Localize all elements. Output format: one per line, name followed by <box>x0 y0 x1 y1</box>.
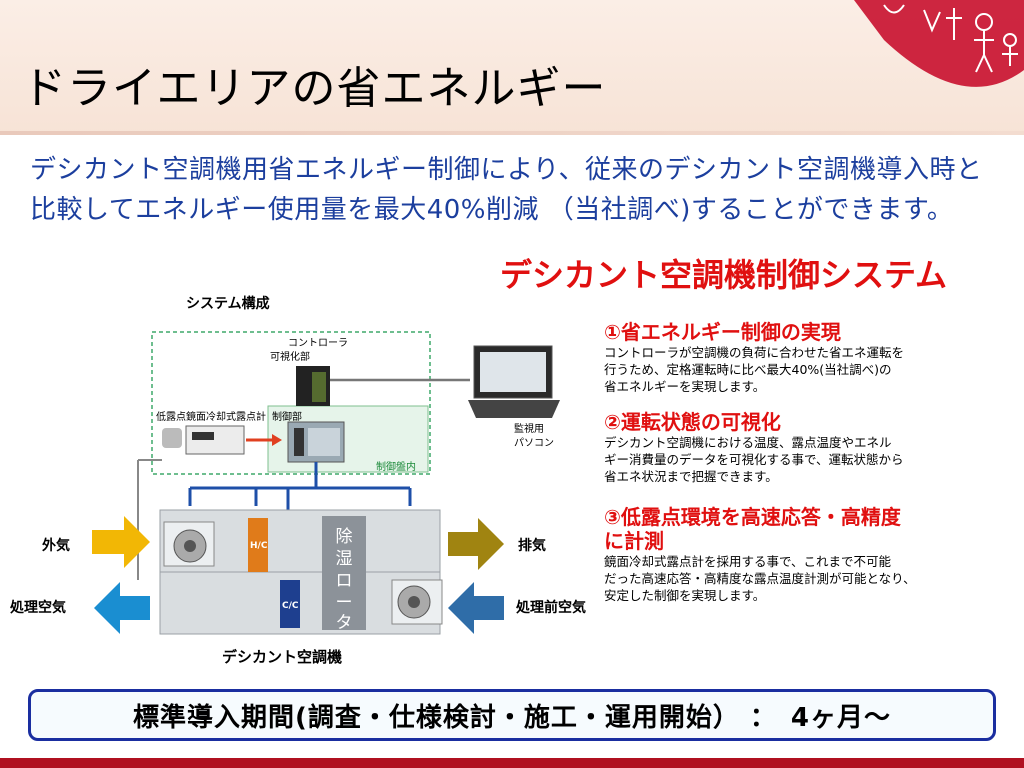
rotor-label: 除 湿 ロ ー タ <box>336 527 353 633</box>
diagram-caption: システム構成 <box>186 296 270 312</box>
panel-label: 制御盤内 <box>376 460 416 473</box>
feature-line: 省エネ状況まで把握できます。 <box>604 469 778 484</box>
feature-title: ②運転状態の可視化 <box>604 410 781 434</box>
control-unit-label: 制御部 <box>272 410 302 423</box>
treated-air-arrow-icon <box>94 582 150 634</box>
feature-title: ③低露点環境を高速応答・高精度 <box>604 505 901 529</box>
introduction-period-box: 標準導入期間(調査・仕様検討・施工・運用開始） ： 4ヶ月～ <box>28 689 996 741</box>
outside-air-label: 外気 <box>42 537 70 554</box>
desiccant-rotor <box>322 516 366 630</box>
visual-unit-label: 可視化部 <box>270 350 310 363</box>
laptop-icon <box>468 345 560 418</box>
feature-dewpoint-measurement: ③低露点環境を高速応答・高精度 に計測 鏡面冷却式露点計を採用する事で、これまで… <box>604 505 1014 604</box>
controller-label: コントローラ <box>288 337 348 349</box>
feature-line: コントローラが空調機の負荷に合わせた省エネ運転を <box>604 345 905 360</box>
svg-text:タ: タ <box>336 613 353 633</box>
feature-title: ①省エネルギー制御の実現 <box>604 320 841 344</box>
bottom-bar <box>0 758 1024 768</box>
pre-treatment-arrow-icon <box>448 582 504 634</box>
dewpoint-meter-label: 低露点鏡面冷却式露点計 <box>156 410 266 423</box>
treated-air-label: 処理空気 <box>9 599 66 616</box>
pre-treatment-label: 処理前空気 <box>515 599 586 616</box>
cc-coil <box>280 580 300 628</box>
slide-title: ドライエリアの省エネルギー <box>22 63 607 114</box>
feature-visualization: ②運転状態の可視化 デシカント空調機における温度、露点温度やエネル ギー消費量の… <box>604 410 1014 485</box>
header-band <box>0 0 1024 135</box>
svg-text:ー: ー <box>336 593 353 613</box>
blower-icon <box>391 579 443 625</box>
pc-label-2: パソコン <box>514 437 554 449</box>
decorative-illustration <box>854 0 1024 87</box>
outside-air-arrow-icon <box>92 516 150 568</box>
svg-text:除: 除 <box>336 527 353 547</box>
feature-title: に計測 <box>604 529 664 553</box>
hc-label: H/C <box>250 541 268 551</box>
feature-line: 行うため、定格運転時に比べ最大40%(当社調べ)の <box>604 362 892 377</box>
feature-line: だった高速応答・高精度な露点温度計測が可能となり、 <box>604 571 916 586</box>
blower-icon <box>163 521 215 567</box>
feature-line: 鏡面冷却式露点計を採用する事で、これまで不可能 <box>604 554 892 569</box>
dewpoint-meter-device <box>162 425 245 455</box>
introduction-period-text: 標準導入期間(調査・仕様検討・施工・運用開始） ： 4ヶ月～ <box>132 702 892 733</box>
system-heading: デシカント空調機制御システム <box>500 256 948 294</box>
feature-energy-saving: ①省エネルギー制御の実現 コントローラが空調機の負荷に合わせた省エネ運転を 行う… <box>604 320 1014 395</box>
system-diagram: コントローラ 制御盤内 可視化部 制御部 監視用 パソコン 低露点鏡面冷却式露点… <box>0 310 610 670</box>
svg-text:ロ: ロ <box>336 571 353 591</box>
exhaust-label: 排気 <box>518 537 546 554</box>
feature-line: 安定した制御を実現します。 <box>604 588 766 603</box>
pc-label-1: 監視用 <box>514 422 544 435</box>
feature-line: デシカント空調機における温度、露点温度やエネル <box>604 435 892 450</box>
unit-caption: デシカント空調機 <box>222 648 342 666</box>
feature-line: 省エネルギーを実現します。 <box>604 379 766 394</box>
svg-text:湿: 湿 <box>336 549 353 569</box>
hc-coil <box>248 518 268 572</box>
cc-label: C/C <box>282 601 299 611</box>
feature-line: ギー消費量のデータを可視化する事で、運転状態から <box>604 452 904 467</box>
exhaust-arrow-icon <box>448 518 504 570</box>
intro-paragraph: デシカント空調機用省エネルギー制御により、従来のデシカント空調機導入時と比較して… <box>30 155 983 225</box>
